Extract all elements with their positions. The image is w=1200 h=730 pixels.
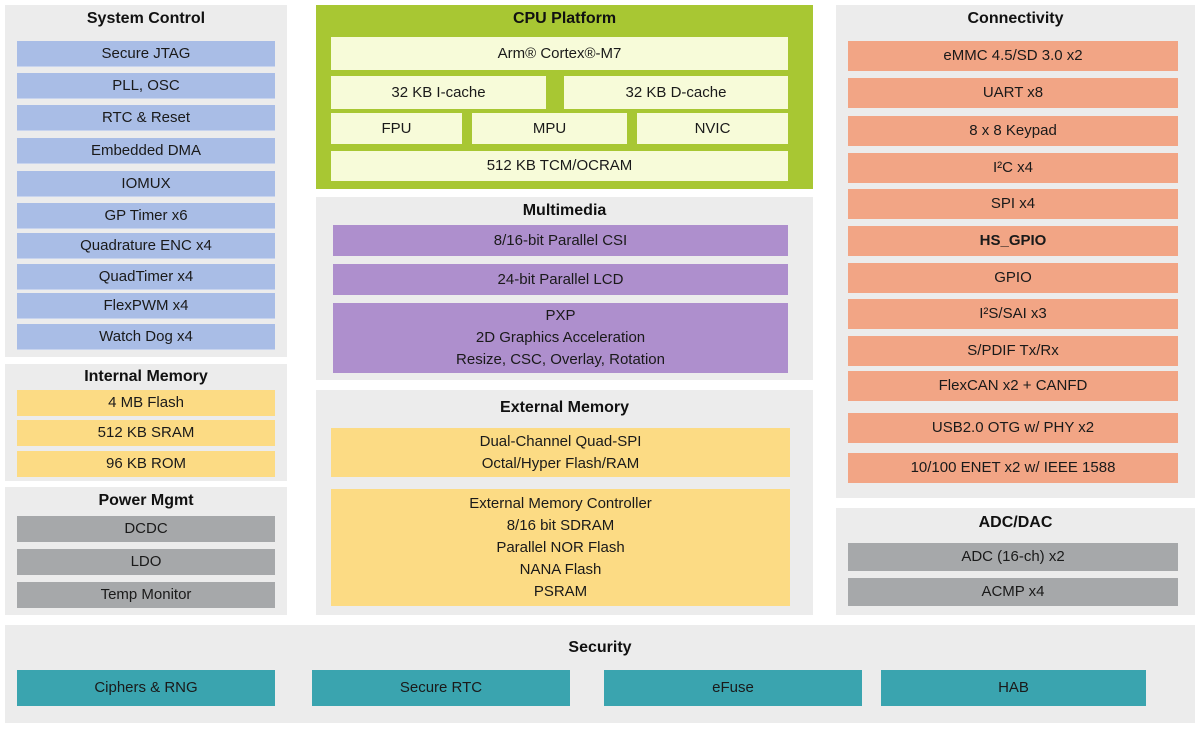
external-memory-controller-block: External Memory Controller 8/16 bit SDRA… [331, 489, 790, 606]
watch-dog-block: Watch Dog x4 [17, 324, 275, 350]
fpu-block: FPU [331, 113, 462, 144]
system-control-title: System Control [86, 10, 206, 27]
hs-gpio-block: HS_GPIO [848, 226, 1178, 256]
emmc-sd-block: eMMC 4.5/SD 3.0 x2 [848, 41, 1178, 71]
connectivity-panel: Connectivity eMMC 4.5/SD 3.0 x2 UART x8 … [836, 5, 1195, 498]
emc-line-5: PSRAM [533, 582, 588, 600]
i2s-sai-block: I²S/SAI x3 [848, 299, 1178, 329]
hab-block: HAB [881, 670, 1146, 706]
parallel-csi-block: 8/16-bit Parallel CSI [333, 225, 788, 256]
connectivity-title: Connectivity [967, 10, 1064, 27]
internal-memory-title: Internal Memory [84, 368, 208, 385]
internal-memory-panel: Internal Memory 4 MB Flash 512 KB SRAM 9… [5, 364, 287, 481]
emc-line-3: Parallel NOR Flash [496, 538, 625, 556]
ldo-block: LDO [17, 549, 275, 575]
uart-block: UART x8 [848, 78, 1178, 108]
emc-line-1: External Memory Controller [469, 494, 652, 512]
power-mgmt-title: Power Mgmt [98, 492, 194, 509]
quad-spi-block: Dual-Channel Quad-SPI Octal/Hyper Flash/… [331, 428, 790, 477]
sram-block: 512 KB SRAM [17, 420, 275, 446]
cpu-platform-title: CPU Platform [512, 10, 617, 27]
enet-block: 10/100 ENET x2 w/ IEEE 1588 [848, 453, 1178, 483]
adc-dac-panel: ADC/DAC ADC (16-ch) x2 ACMP x4 [836, 508, 1195, 615]
secure-rtc-block: Secure RTC [312, 670, 570, 706]
adc-block: ADC (16-ch) x2 [848, 543, 1178, 571]
iomux-block: IOMUX [17, 171, 275, 197]
security-panel: Security Ciphers & RNG Secure RTC eFuse … [5, 625, 1195, 723]
quadrature-enc-block: Quadrature ENC x4 [17, 233, 275, 259]
emc-line-4: NANA Flash [519, 560, 602, 578]
usb-otg-block: USB2.0 OTG w/ PHY x2 [848, 413, 1178, 443]
tcm-ocram-block: 512 KB TCM/OCRAM [331, 151, 788, 181]
power-mgmt-panel: Power Mgmt DCDC LDO Temp Monitor [5, 487, 287, 615]
quadtimer-block: QuadTimer x4 [17, 264, 275, 290]
quad-spi-line-2: Octal/Hyper Flash/RAM [481, 454, 640, 472]
pxp-block: PXP 2D Graphics Acceleration Resize, CSC… [333, 303, 788, 373]
multimedia-panel: Multimedia 8/16-bit Parallel CSI 24-bit … [316, 197, 813, 380]
multimedia-title: Multimedia [522, 202, 607, 219]
nvic-block: NVIC [637, 113, 788, 144]
ciphers-rng-block: Ciphers & RNG [17, 670, 275, 706]
flash-block: 4 MB Flash [17, 390, 275, 416]
gp-timer-block: GP Timer x6 [17, 203, 275, 229]
spdif-block: S/PDIF Tx/Rx [848, 336, 1178, 366]
temp-monitor-block: Temp Monitor [17, 582, 275, 608]
acmp-block: ACMP x4 [848, 578, 1178, 606]
dcache-block: 32 KB D-cache [564, 76, 788, 109]
adc-dac-title: ADC/DAC [978, 514, 1053, 531]
secure-jtag-block: Secure JTAG [17, 41, 275, 67]
pxp-line-3: Resize, CSC, Overlay, Rotation [456, 351, 665, 368]
flexcan-block: FlexCAN x2 + CANFD [848, 371, 1178, 401]
pxp-line-2: 2D Graphics Acceleration [475, 329, 646, 346]
emc-line-2: 8/16 bit SDRAM [506, 516, 615, 534]
external-memory-panel: External Memory Dual-Channel Quad-SPI Oc… [316, 390, 813, 615]
keypad-block: 8 x 8 Keypad [848, 116, 1178, 146]
quad-spi-line-1: Dual-Channel Quad-SPI [479, 432, 642, 450]
cpu-platform-panel: CPU Platform Arm® Cortex®-M7 32 KB I-cac… [316, 5, 813, 189]
spi-block: SPI x4 [848, 189, 1178, 219]
i2c-block: I²C x4 [848, 153, 1178, 183]
parallel-lcd-block: 24-bit Parallel LCD [333, 264, 788, 295]
gpio-block: GPIO [848, 263, 1178, 293]
flexpwm-block: FlexPWM x4 [17, 293, 275, 319]
rom-block: 96 KB ROM [17, 451, 275, 477]
security-title: Security [568, 639, 632, 656]
icache-block: 32 KB I-cache [331, 76, 546, 109]
rtc-reset-block: RTC & Reset [17, 105, 275, 131]
pxp-line-1: PXP [545, 307, 576, 324]
dcdc-block: DCDC [17, 516, 275, 542]
external-memory-title: External Memory [500, 399, 629, 416]
pll-osc-block: PLL, OSC [17, 73, 275, 99]
system-control-panel: System Control Secure JTAG PLL, OSC RTC … [5, 5, 287, 357]
cortex-m7-block: Arm® Cortex®-M7 [331, 37, 788, 70]
embedded-dma-block: Embedded DMA [17, 138, 275, 164]
efuse-block: eFuse [604, 670, 862, 706]
mpu-block: MPU [472, 113, 627, 144]
